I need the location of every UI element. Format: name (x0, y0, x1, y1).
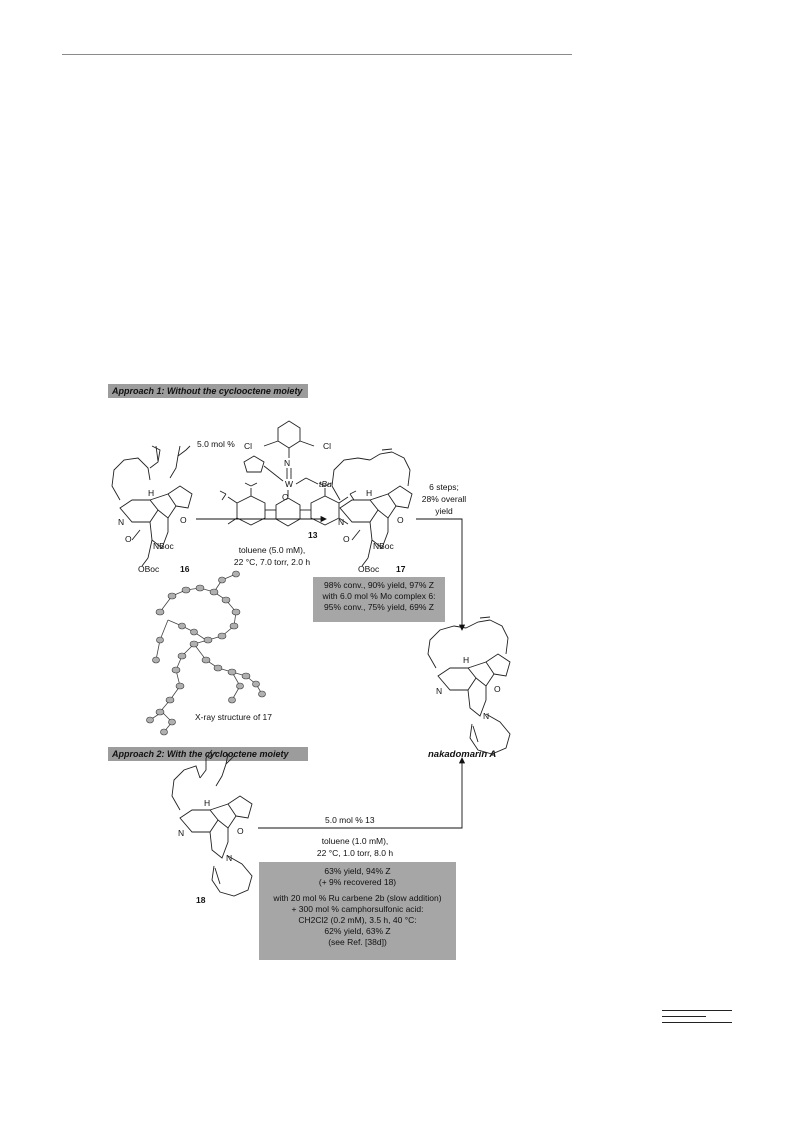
top-rule (62, 54, 572, 55)
sm16-oboc-label: OBoc (138, 564, 160, 574)
footnote-rule-2 (662, 1016, 706, 1017)
p17-oboc-label: OBoc (358, 564, 380, 574)
arrow-17-to-target (416, 518, 466, 631)
cl-label-right: Cl (323, 441, 332, 451)
p17-h-label: H (366, 488, 373, 498)
approach1-result-line3: 95% conv., 75% yield, 69% Z (324, 602, 434, 612)
p17-o-carbonyl-label: O (343, 534, 350, 544)
p17-n-lactam-label: N (338, 517, 345, 527)
approach2-result-line1: 63% yield, 94% Z (324, 866, 391, 876)
w-label: W (285, 479, 294, 489)
n-imido-label: N (284, 458, 291, 468)
xray-caption: X-ray structure of 17 (195, 712, 273, 722)
catalyst-loading: 5.0 mol % (197, 439, 235, 449)
approach2-result-line7: (see Ref. [38d]) (328, 937, 387, 947)
catalyst-13-structure (219, 420, 357, 527)
target-n1-label: N (436, 686, 443, 696)
p17-nboc-label: NBoc (373, 541, 394, 551)
approach2-result-line3: with 20 mol % Ru carbene 2b (slow additi… (273, 893, 442, 903)
compound-18-structure (171, 749, 253, 897)
approach1-header: Approach 1: Without the cyclooctene moie… (108, 384, 308, 398)
approach2-results-box: 63% yield, 94% Z (+ 9% recovered 18) wit… (259, 862, 456, 960)
sm18-n1-label: N (178, 828, 185, 838)
reaction-arrow-2 (258, 757, 466, 829)
sm18-o-label: O (237, 826, 244, 836)
sm16-nboc-label: NBoc (153, 541, 174, 551)
sm18-label: 18 (196, 895, 206, 905)
xray-ortep (149, 573, 263, 733)
approach1-conditions-line2: 22 °C, 7.0 torr, 2.0 h (233, 557, 311, 567)
onward-steps-line3: yield (435, 506, 453, 516)
catalyst-compound-label: 13 (308, 530, 318, 540)
approach2-header: Approach 2: With the cyclooctene moiety (108, 747, 308, 761)
approach1-result-line2: with 6.0 mol % Mo complex 6: (322, 591, 436, 601)
nakadomarin-a-structure (427, 616, 511, 755)
compound-16-structure (111, 445, 193, 567)
tbu-label: tBu (319, 479, 332, 489)
cl-label-left: Cl (244, 441, 253, 451)
footnote-rule-1 (662, 1010, 732, 1011)
onward-steps-line2: 28% overall (421, 494, 467, 504)
approach2-conditions-line1: toluene (1.0 mM), (321, 836, 389, 846)
target-name: nakadomarin A (428, 749, 497, 760)
approach2-catalyst: 5.0 mol % 13 (325, 815, 375, 825)
sm18-h-label: H (204, 798, 211, 808)
xray-ellipsoids (146, 570, 266, 736)
approach1-conditions-line1: toluene (5.0 mM), (238, 545, 306, 555)
target-n2-label: N (483, 711, 490, 721)
product17-label: 17 (396, 564, 406, 574)
approach2-result-line4: + 300 mol % camphorsulfonic acid: (291, 904, 424, 914)
sm16-label: 16 (180, 564, 190, 574)
approach1-result-line1: 98% conv., 90% yield, 97% Z (324, 580, 434, 590)
footnote-rule-3 (662, 1022, 732, 1023)
target-o-label: O (494, 684, 501, 694)
sm16-n-lactam-label: N (118, 517, 125, 527)
target-h-label: H (463, 655, 470, 665)
o-aryloxide-label: O (282, 492, 289, 502)
approach2-result-line2: (+ 9% recovered 18) (318, 877, 397, 887)
compound-17-structure (331, 448, 413, 567)
p17-o-furan-label: O (397, 515, 404, 525)
sm16-o-carbonyl-label: O (125, 534, 132, 544)
sm16-h-label: H (148, 488, 155, 498)
approach2-result-line5: CH2Cl2 (0.2 mM), 3.5 h, 40 °C: (298, 915, 417, 925)
approach2-conditions-line2: 22 °C, 1.0 torr, 8.0 h (316, 848, 394, 858)
sm18-n2-label: N (226, 853, 233, 863)
sm16-o-furan-label: O (180, 515, 187, 525)
approach1-results-box: 98% conv., 90% yield, 97% Z with 6.0 mol… (313, 577, 445, 622)
approach2-result-line6: 62% yield, 63% Z (324, 926, 391, 936)
onward-steps-line1: 6 steps; (429, 482, 459, 492)
